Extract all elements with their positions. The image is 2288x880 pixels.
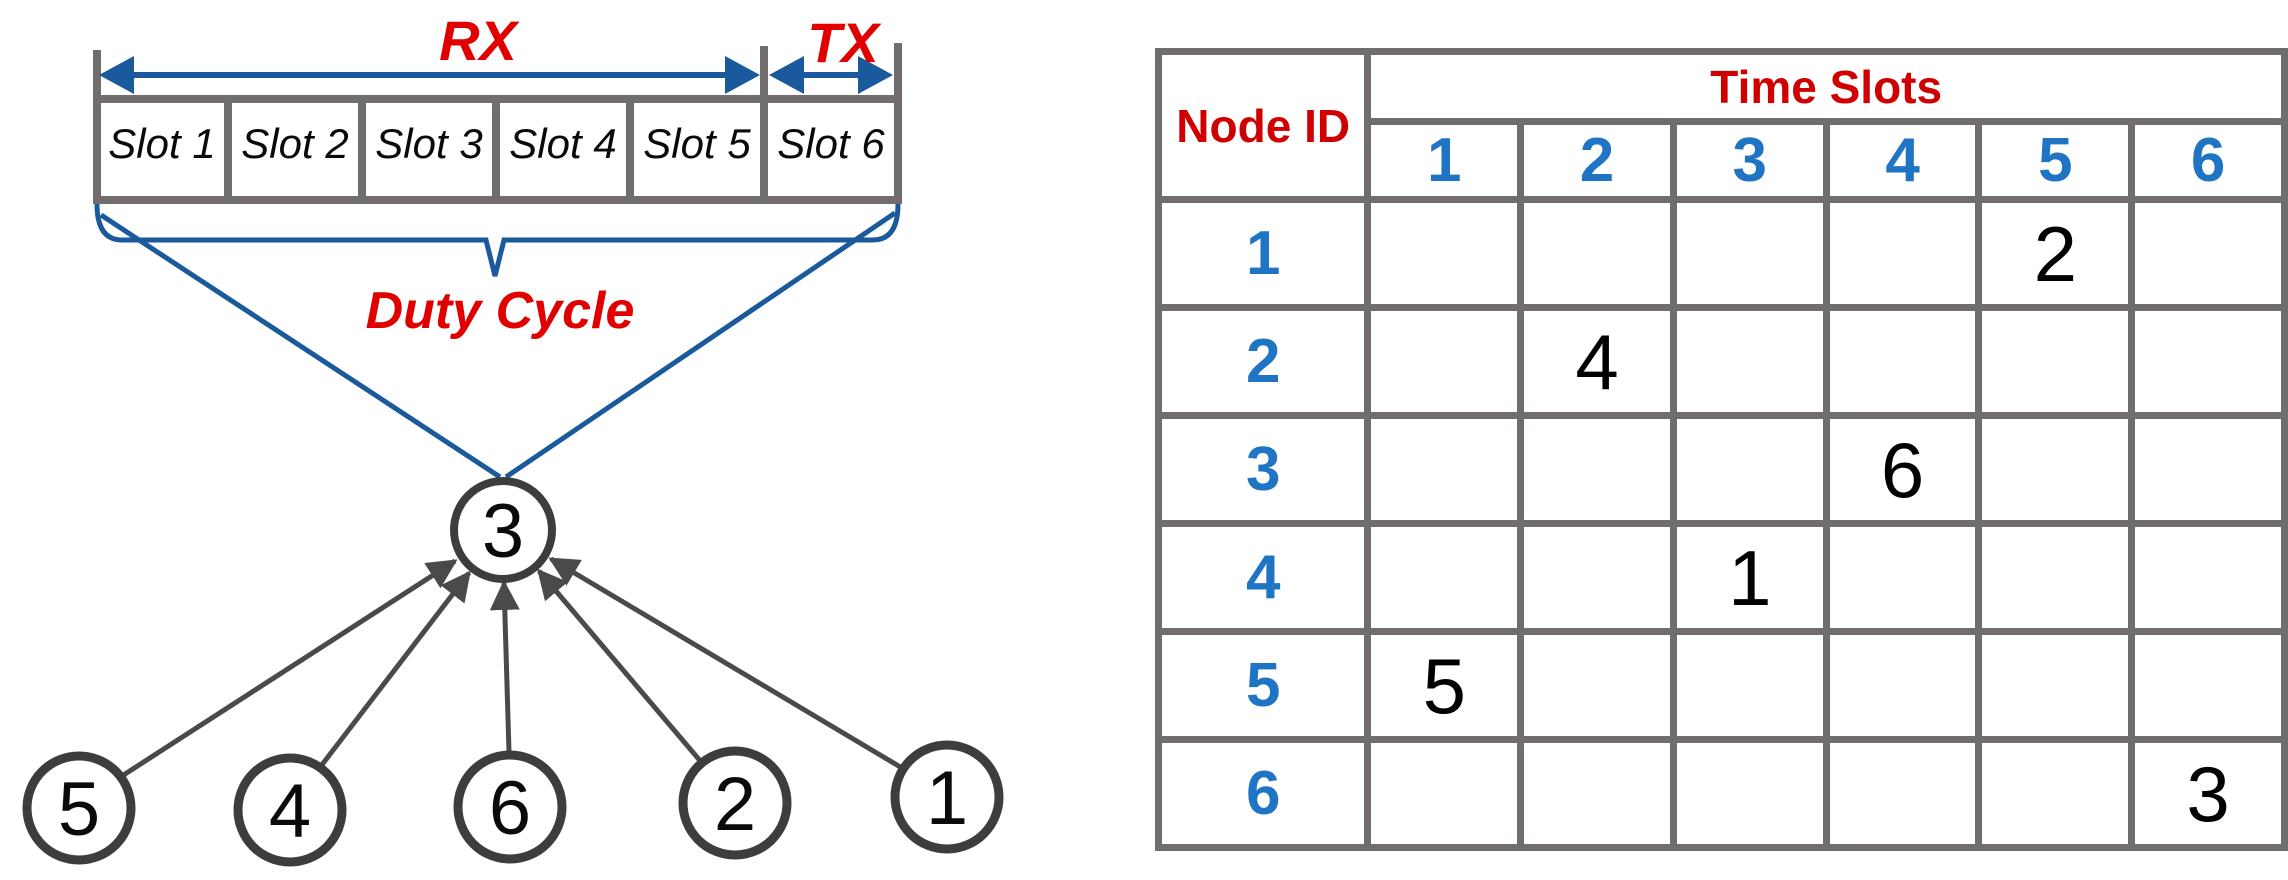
row-node-id: 2 — [1154, 304, 1372, 419]
schedule-cell — [1975, 736, 2136, 851]
slot-label: Slot 5 — [643, 120, 751, 167]
schedule-cell — [2128, 412, 2288, 527]
node-circle — [233, 753, 347, 867]
node-circle — [22, 751, 136, 865]
schedule-cell — [1975, 520, 2136, 635]
node-label: 6 — [489, 766, 531, 851]
schedule-cell — [1669, 304, 1830, 419]
schedule-cell — [1364, 304, 1525, 419]
schedule-cell — [1822, 304, 1983, 419]
schedule-cell — [1364, 736, 1525, 851]
duty-cycle-label: Duty Cycle — [366, 282, 635, 340]
schedule-cell — [1517, 736, 1677, 851]
schedule-cell — [1822, 196, 1983, 311]
leaf-nodes: 5 4 6 2 1 — [22, 740, 1004, 867]
node-circle — [890, 740, 1004, 854]
node-label: 3 — [482, 489, 524, 574]
row-node-id: 6 — [1154, 736, 1372, 851]
tx-label: TX — [807, 11, 882, 74]
schedule-cell — [2128, 304, 2288, 419]
edges — [120, 556, 904, 779]
node-circle — [453, 750, 567, 864]
slot-label: Slot 2 — [241, 120, 348, 167]
node-3: 3 — [450, 477, 556, 583]
table-row: 4 1 — [1154, 520, 2288, 635]
rx-arrowhead-right — [725, 56, 760, 94]
schedule-cell — [1517, 628, 1677, 743]
schedule-cell — [1669, 628, 1830, 743]
node-id-header: Node ID — [1154, 48, 1372, 203]
edge-arrow-1-to-3 — [548, 556, 904, 771]
schedule-cell — [2128, 628, 2288, 743]
schedule-cell — [1364, 520, 1525, 635]
edge-arrow-5-to-3 — [120, 558, 458, 779]
slot-column-header: 2 — [1517, 118, 1677, 203]
duty-cycle-diagram: Slot 1 Slot 2 Slot 3 Slot 4 Slot 5 Slot … — [22, 9, 1004, 867]
time-slots-header: Time Slots — [1364, 48, 2288, 125]
slot-label: Slot 1 — [108, 120, 215, 167]
tx-span-arrow — [769, 56, 893, 94]
table-row: 5 5 — [1154, 628, 2288, 743]
edge-arrow-6-to-3 — [489, 580, 520, 753]
schedule-cell — [1669, 412, 1830, 527]
table-row: 1 2 — [1154, 196, 2288, 311]
row-node-id: 4 — [1154, 520, 1372, 635]
edge-arrow-2-to-3 — [537, 568, 704, 765]
schedule-cell: 1 — [1669, 520, 1830, 635]
slot-label: Slot 3 — [375, 120, 482, 167]
slot-column-header: 6 — [2128, 118, 2288, 203]
rx-label: RX — [439, 9, 520, 72]
node-label: 5 — [58, 767, 100, 852]
schedule-cell — [1517, 196, 1677, 311]
schedule-cell — [2128, 196, 2288, 311]
schedule-table: Node ID Time Slots 1 2 3 4 5 6 1 2 — [1154, 48, 2288, 851]
slot-column-header: 4 — [1822, 118, 1983, 203]
schedule-table-wrap: Node ID Time Slots 1 2 3 4 5 6 1 2 — [1154, 48, 2288, 851]
schedule-cell: 4 — [1517, 304, 1677, 419]
node-circle — [450, 477, 556, 583]
schedule-cell — [1517, 412, 1677, 527]
row-node-id: 5 — [1154, 628, 1372, 743]
schedule-cell: 5 — [1364, 628, 1525, 743]
edge-arrow-4-to-3 — [319, 570, 471, 768]
convergence-line-right — [504, 210, 897, 480]
node-label: 2 — [714, 762, 756, 847]
schedule-cell — [1822, 628, 1983, 743]
slot-frame: Slot 1 Slot 2 Slot 3 Slot 4 Slot 5 Slot … — [93, 43, 902, 204]
schedule-cell — [1975, 628, 2136, 743]
table-row: 2 4 — [1154, 304, 2288, 419]
schedule-cell — [1975, 412, 2136, 527]
schedule-cell — [1364, 412, 1525, 527]
table-row: 6 3 — [1154, 736, 2288, 851]
schedule-cell — [1669, 736, 1830, 851]
node-label: 1 — [926, 756, 968, 841]
schedule-cell: 3 — [2128, 736, 2288, 851]
slot-label: Slot 6 — [777, 120, 885, 167]
node-label: 4 — [269, 769, 311, 854]
slot-label: Slot 4 — [509, 120, 616, 167]
schedule-cell — [1517, 520, 1677, 635]
table-row: 3 6 — [1154, 412, 2288, 527]
convergence-line-left — [99, 212, 502, 480]
rx-arrowhead-left — [99, 56, 134, 94]
schedule-cell — [1364, 196, 1525, 311]
row-node-id: 3 — [1154, 412, 1372, 527]
schedule-cell — [2128, 520, 2288, 635]
slot-column-header: 1 — [1364, 118, 1525, 203]
schedule-cell: 6 — [1822, 412, 1983, 527]
tx-arrowhead-left — [769, 56, 804, 94]
schedule-cell — [1975, 304, 2136, 419]
duty-cycle-brace — [94, 203, 901, 277]
slot-column-header: 5 — [1975, 118, 2136, 203]
row-node-id: 1 — [1154, 196, 1372, 311]
rx-span-arrow — [99, 56, 760, 94]
schedule-cell — [1669, 196, 1830, 311]
schedule-cell — [1822, 736, 1983, 851]
node-circle — [678, 746, 792, 860]
schedule-cell: 2 — [1975, 196, 2136, 311]
slot-column-header: 3 — [1669, 118, 1830, 203]
schedule-cell — [1822, 520, 1983, 635]
tx-arrowhead-right — [858, 56, 893, 94]
